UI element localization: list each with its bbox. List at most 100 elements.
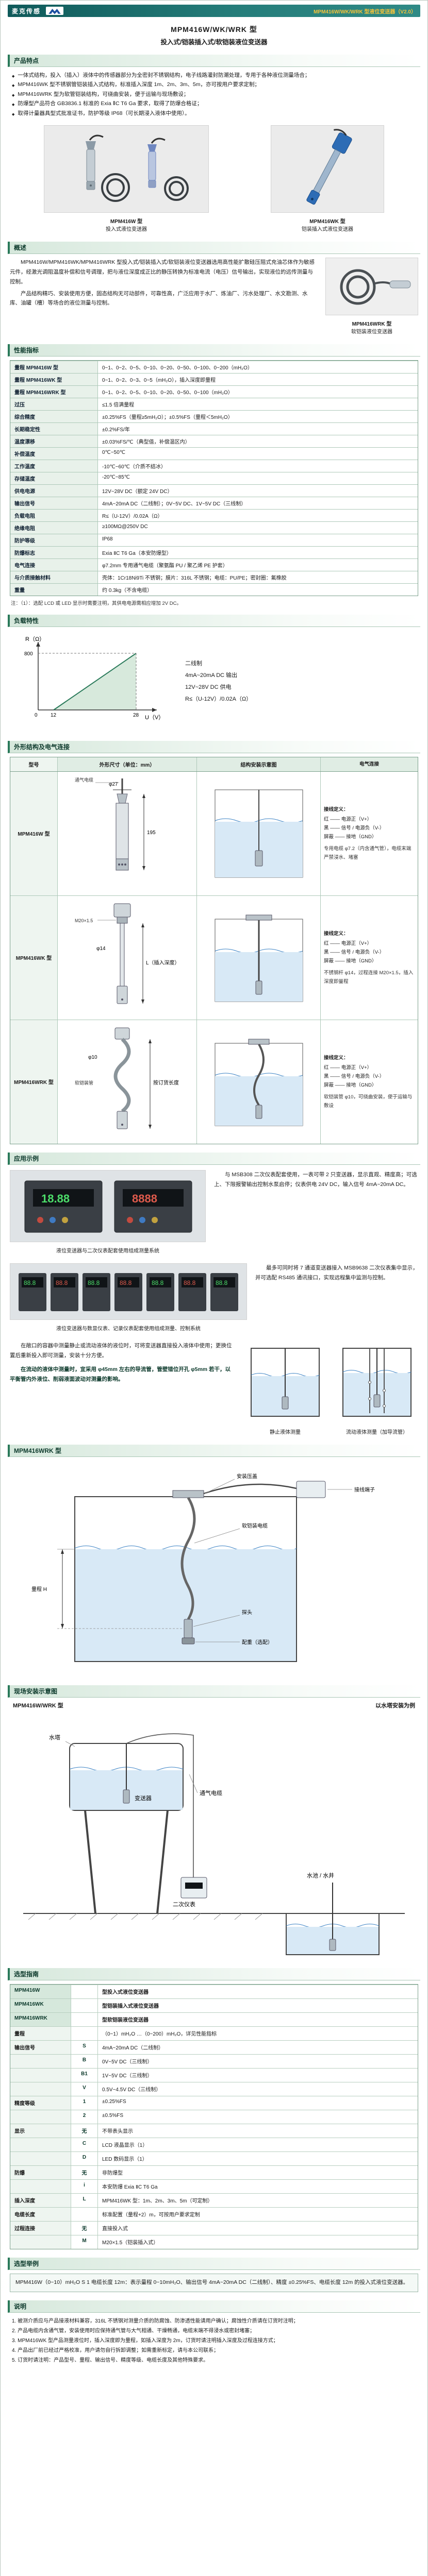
- selection-description: LCD 液晶显示（1）: [102, 2142, 148, 2148]
- wire-color: 黑: [324, 949, 329, 955]
- dims-header-row: 型号 外形尺寸（单位：mm） 结构安装示意图 电气连接: [10, 757, 418, 772]
- selection-code: MPM416WK: [10, 1998, 71, 2012]
- wire-color: 红: [324, 940, 329, 946]
- overview-heading: 概述: [8, 241, 420, 254]
- app-example-2: 88.8 88.8 88.8 88.8 88.8 88.8 88.8 液位变送器…: [10, 1263, 418, 1333]
- wiring-row: 黑 —— 信号 / 电源负（V-）: [324, 825, 385, 831]
- wire-def: 电源正（V+）: [341, 1064, 372, 1071]
- app-text-3: 在敞口的容器中测量静止或流动液体的液位时，可将变送器直接投入液体中使用；更换位置…: [10, 1342, 232, 1359]
- spec-row: 量程 MPM416W 型 0~1、0~2、0~5、0~10、0~20、0~50、…: [10, 360, 418, 373]
- spec-value: 4mA~20mA DC（二线制）；0V~5V DC、1V~5V DC（三线制）: [102, 501, 246, 507]
- wiring-row: 红 —— 电源正（V+）: [324, 940, 372, 946]
- tank-diagrams: 静止液体测量 流动液体测量（加导流管）: [244, 1341, 418, 1436]
- doc-title: MPM416W/WK/WRK 型液位变送器（V2.0）: [314, 9, 416, 15]
- overview-paragraph: 产品结构精巧、安装使用方便，固态结构无可动部件，可靠性高，广泛应用于水厂、炼油厂…: [10, 290, 308, 307]
- app-text-block: 在敞口的容器中测量静止或流动液体的液位时，可将变送器直接投入液体中使用；更换位置…: [10, 1341, 236, 1384]
- spec-label: 绝缘电阻: [10, 521, 98, 534]
- selection-description: 本安防爆 Exia ⅡC T6 Ga: [102, 2184, 158, 2190]
- x-tick-12: 12: [51, 713, 57, 718]
- spec-value: IP68: [102, 536, 113, 542]
- spec-label: 工作温度: [10, 460, 98, 472]
- spec-row: 防护等级 IP68: [10, 533, 418, 546]
- spec-row: 防爆标志 Exia ⅡC T6 Ga（本安防爆型）: [10, 546, 418, 558]
- spec-label: 量程 MPM416WK 型: [10, 373, 98, 385]
- flowing-liquid-tank-diagram: [342, 1347, 411, 1417]
- note-item: 2. 产品电缆内含通气管，安装使用时应保持通气管与大气相通、干燥畅通，电缆末端不…: [12, 2328, 255, 2334]
- dim-diameter-label: φ10: [88, 1055, 97, 1060]
- selection-subcode: 无: [71, 2221, 98, 2235]
- selection-subcode: [71, 2207, 98, 2221]
- selection-row: V 0.5V~4.5V DC（三线制）: [10, 2081, 418, 2096]
- spec-row: 温度漂移 ±0.03%FS/℃（典型值，补偿温区内）: [10, 434, 418, 447]
- ground-hatch: [28, 1913, 263, 1920]
- feature-list: 一体式结构，投入（插入）液体中的传感器部分为全密封不锈钢结构，电子线路灌封防潮处…: [8, 71, 420, 118]
- selection-code: 量程: [10, 2026, 71, 2040]
- feature-item: MPM416WK 型不锈钢管铠装插入式结构，标准插入深度 1m、2m、3m、5m…: [11, 80, 417, 89]
- wire-color: 黑: [324, 825, 329, 831]
- wiring-note: 软铠装管 φ10，可绕曲安装，便于运输与敷设: [324, 1094, 413, 1109]
- meter-rack: 88.8 88.8 88.8 88.8 88.8 88.8 88.8: [19, 1273, 238, 1311]
- junction-label: 接线端子: [354, 1486, 375, 1493]
- spec-row: 重量 约 0.3kg（不含电缆）: [10, 583, 418, 596]
- flowing-liquid-figure: 流动液体测量（加导流管）: [336, 1341, 418, 1436]
- spec-row: 绝缘电阻 ≥100MΩ@250V DC: [10, 521, 418, 534]
- product-photo-row: MPM416W 型 投入式液位变送器 MPM416WK 型 铠装插入式液位变送器: [13, 125, 415, 233]
- brand-name: 麦克传感: [12, 7, 41, 15]
- feature-text: 取得计量器具型式批准证书，防护等级 IP68（可长期浸入液体中使用）。: [18, 110, 190, 116]
- dims-row-mpm416w: MPM416W 型 195 φ27 通气电缆: [10, 771, 418, 896]
- spec-value: 壳体：1Cr18Ni9Ti 不锈钢；膜片：316L 不锈钢；电缆：PU/PE；密…: [102, 575, 287, 581]
- selection-code: [10, 2151, 71, 2165]
- spec-row: 综合精度 ±0.25%FS（量程≥5mH₂O）；±0.5%FS（量程＜5mH₂O…: [10, 410, 418, 422]
- selection-row: 插入深度 L MPM416WK 型：1m、2m、3m、5m（可定制）: [10, 2193, 418, 2207]
- wire-color: 屏蔽: [324, 1082, 334, 1088]
- selection-subcode: C: [71, 2138, 98, 2151]
- app-text-2: 最多可同时将 7 通道变送器接入 MSB9638 二次仪表集中显示，并可选配 R…: [255, 1264, 418, 1281]
- wiring-row: 黑 —— 信号 / 电源负（V-）: [324, 1073, 385, 1079]
- selection-description: ±0.25%FS: [102, 2098, 126, 2105]
- svg-text:88.8: 88.8: [216, 1279, 228, 1286]
- header-bar: 麦克传感 MPM416W/WK/WRK 型液位变送器（V2.0）: [8, 5, 420, 17]
- page-subtitle: 投入式/铠装插入式/软铠装液位变送器: [160, 39, 268, 46]
- selection-row: 量程 （0~1）mH₂O …（0~200）mH₂O，详见性能指标: [10, 2026, 418, 2040]
- selection-code: [10, 2110, 71, 2124]
- spec-row: 量程 MPM416WK 型 0~1、0~2、0~3、0~5（mH₂O），插入深度…: [10, 372, 418, 385]
- selection-subcode: V: [71, 2082, 98, 2096]
- diamond-bullet-icon: [11, 71, 18, 80]
- selection-subcode: B1: [71, 2068, 98, 2082]
- ordering-example: MPM416W（0~10）mH₂O S 1 电缆长度 12m：表示量程 0~10…: [10, 2273, 418, 2292]
- dims-model: MPM416WK 型: [10, 895, 58, 1020]
- spec-value: ≥100MΩ@250V DC: [102, 523, 148, 530]
- dims-drawing-cell: 按订货长度 φ10 软铠装管: [58, 1020, 197, 1144]
- dim-length-label: L（插入深度）: [146, 959, 180, 966]
- title-block: MPM416W/WK/WRK 型 投入式/铠装插入式/软铠装液位变送器: [8, 24, 420, 46]
- wiring-row: 红 —— 电源正（V+）: [324, 1064, 372, 1071]
- spec-label: 供电电源: [10, 484, 98, 497]
- photo-caption: MPM416W 型 投入式液位变送器: [44, 218, 209, 233]
- spec-value: 12V~28V DC（额定 24V DC）: [102, 488, 173, 495]
- y-axis-label: R（Ω）: [25, 636, 45, 642]
- selection-subcode: B: [71, 2054, 98, 2068]
- spec-label: 长期稳定性: [10, 422, 98, 435]
- example-heading: 选型举例: [8, 2257, 420, 2270]
- well-label: 水池 / 水井: [307, 1872, 334, 1879]
- spec-row: 负载电阻 R≤（U-12V）/0.02A（Ω）: [10, 509, 418, 521]
- dims-model: MPM416WRK 型: [10, 1020, 58, 1144]
- spec-value: ≤1.5 倍满量程: [102, 402, 135, 408]
- spec-row: 补偿温度 0℃~50℃: [10, 447, 418, 460]
- selection-row: C LCD 液晶显示（1）: [10, 2137, 418, 2151]
- dim-length-label: 195: [147, 830, 156, 836]
- caption-name: 软铠装液位变送器: [351, 329, 392, 335]
- selection-code: [10, 2179, 71, 2193]
- app-caption: 液位变送器与数显仪表、记录仪表配套使用组成测量、控制系统: [56, 1326, 201, 1332]
- wire-def: 电源正（V+）: [341, 940, 372, 946]
- selection-row: i 本安防爆 Exia ⅡC T6 Ga: [10, 2179, 418, 2193]
- selection-row: 防爆 无 非防爆型: [10, 2165, 418, 2179]
- selection-description: 型投入式液位变送器: [102, 1989, 149, 1995]
- dims-wiring-cell: 接线定义： 红 —— 电源正（V+） 黑 —— 信号 / 电源负（V-） 屏蔽 …: [321, 896, 418, 1020]
- wiring-title: 接线定义：: [324, 806, 349, 812]
- feature-item: 取得计量器具型式批准证书，防护等级 IP68（可长期浸入液体中使用）。: [11, 109, 417, 118]
- selection-description: 不带表头显示: [102, 2128, 133, 2134]
- tank-caption: 流动液体测量（加导流管）: [346, 1429, 408, 1435]
- brand-logo-icon: [46, 7, 64, 15]
- probe-label: 探头: [242, 1609, 252, 1616]
